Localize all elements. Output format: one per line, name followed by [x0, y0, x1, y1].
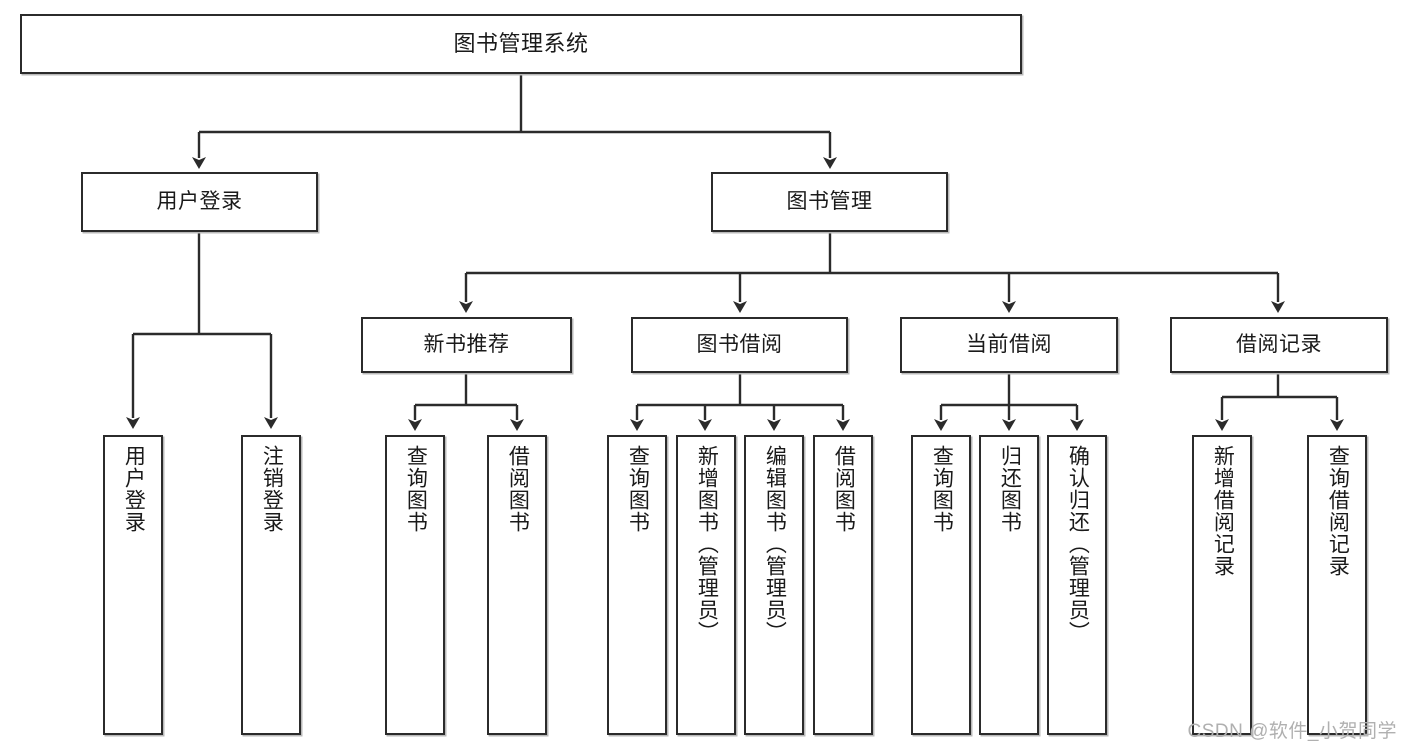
node-label: 注销登录	[260, 445, 284, 533]
node-label: 借阅图书	[506, 445, 530, 533]
node-label: 当前借阅	[966, 333, 1052, 357]
leaf-current-borrow-return-books[interactable]: 归还图书	[979, 435, 1039, 735]
node-label: 图书借阅	[696, 333, 783, 357]
node-label: 查询图书	[626, 445, 650, 533]
node-root-book-management-system[interactable]: 图书管理系统	[20, 14, 1022, 74]
node-label: 图书管理系统	[453, 30, 589, 56]
node-label: 新增借阅记录	[1211, 445, 1235, 577]
node-current-borrow[interactable]: 当前借阅	[900, 317, 1118, 373]
leaf-book-borrow-edit-book-admin[interactable]: 编辑图书（管理员）	[744, 435, 804, 735]
node-label: 用户登录	[156, 190, 243, 214]
node-book-borrow[interactable]: 图书借阅	[631, 317, 848, 373]
node-label: 借阅图书	[832, 445, 856, 533]
leaf-user-login-signin[interactable]: 用户登录	[103, 435, 163, 735]
leaf-book-borrow-borrow-books[interactable]: 借阅图书	[813, 435, 873, 735]
leaf-current-borrow-confirm-return-admin[interactable]: 确认归还（管理员）	[1047, 435, 1107, 735]
leaf-new-book-query-books[interactable]: 查询图书	[385, 435, 445, 735]
node-label: 归还图书	[998, 445, 1022, 533]
node-label: 查询借阅记录	[1326, 445, 1350, 577]
leaf-new-book-borrow-books[interactable]: 借阅图书	[487, 435, 547, 735]
leaf-book-borrow-query-books[interactable]: 查询图书	[607, 435, 667, 735]
node-label: 查询图书	[930, 445, 954, 533]
node-label: 查询图书	[404, 445, 428, 533]
node-label: 新增图书（管理员）	[695, 445, 719, 643]
node-label: 确认归还（管理员）	[1066, 445, 1090, 643]
leaf-borrow-record-add-record[interactable]: 新增借阅记录	[1192, 435, 1252, 735]
leaf-current-borrow-query-books[interactable]: 查询图书	[911, 435, 971, 735]
node-label: 图书管理	[786, 190, 873, 214]
node-label: 编辑图书（管理员）	[763, 445, 787, 643]
node-label: 新书推荐	[423, 333, 510, 357]
node-new-book-recommendation[interactable]: 新书推荐	[361, 317, 572, 373]
leaf-user-login-logout[interactable]: 注销登录	[241, 435, 301, 735]
node-label: 用户登录	[122, 445, 146, 533]
node-label: 借阅记录	[1236, 333, 1322, 357]
node-borrow-record[interactable]: 借阅记录	[1170, 317, 1388, 373]
leaf-borrow-record-query-record[interactable]: 查询借阅记录	[1307, 435, 1367, 735]
node-user-login[interactable]: 用户登录	[81, 172, 318, 232]
csdn-watermark: CSDN @软件_小贺同学	[1187, 721, 1397, 742]
leaf-book-borrow-add-book-admin[interactable]: 新增图书（管理员）	[676, 435, 736, 735]
node-book-management[interactable]: 图书管理	[711, 172, 948, 232]
